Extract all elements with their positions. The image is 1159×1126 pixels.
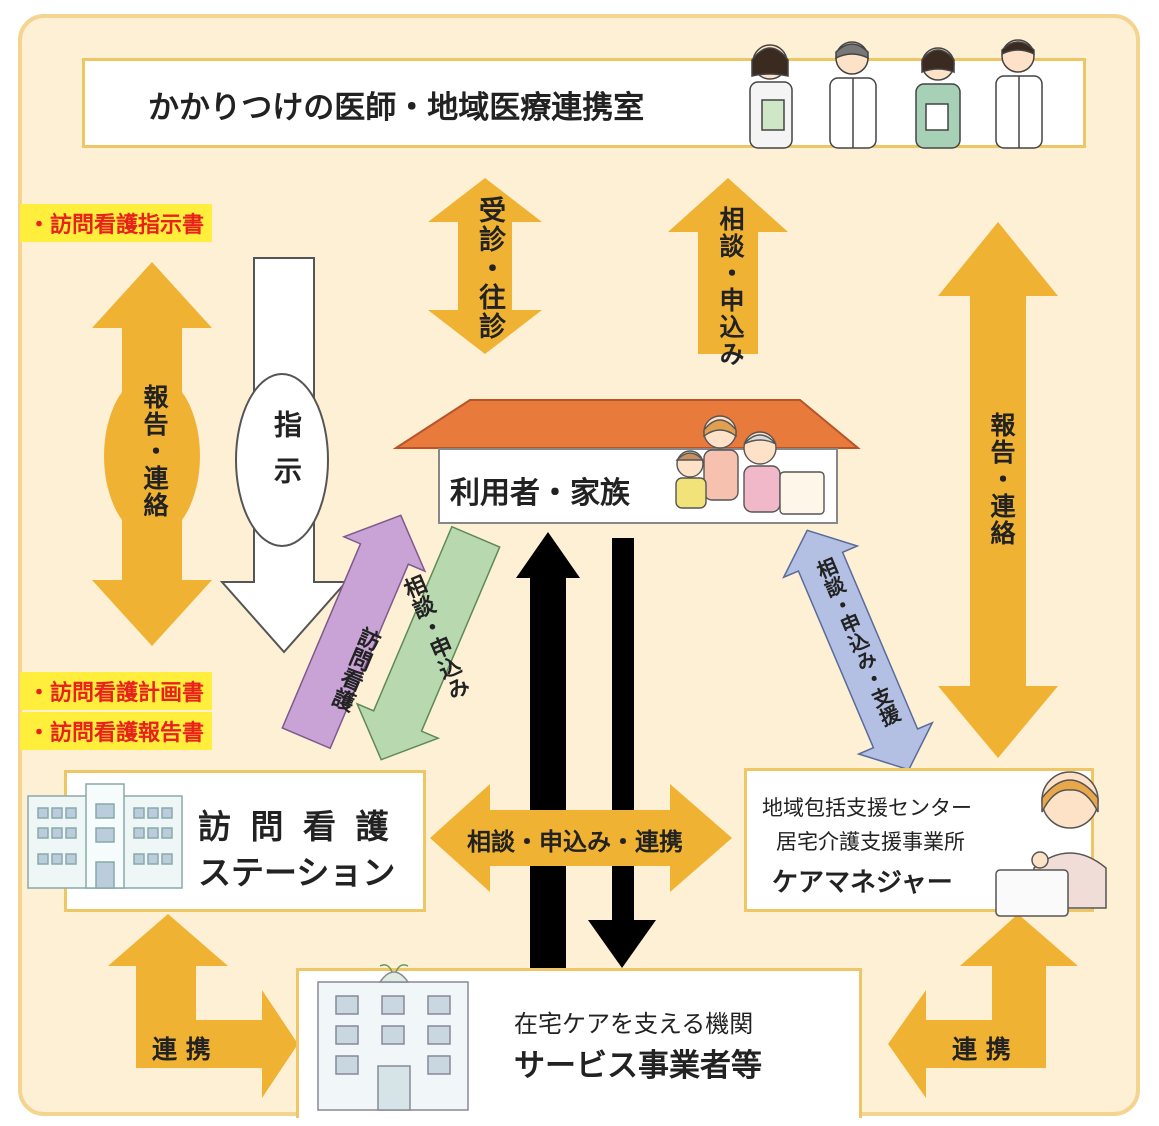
home-label: 利用者・家族 bbox=[450, 476, 630, 511]
consult-apply-up-arrow bbox=[668, 178, 788, 354]
care-manager-line1: 地域包括支援センター bbox=[762, 796, 972, 820]
instruction-bubble bbox=[235, 373, 329, 547]
care-manager-line2: 居宅介護支援事業所 bbox=[776, 830, 965, 854]
black-up-arrow bbox=[516, 532, 580, 968]
consult-apply-mid-arrow bbox=[355, 525, 501, 761]
consult-apply-top-label: 相談・申込み bbox=[716, 206, 745, 368]
visit-nursing-arrow bbox=[281, 514, 427, 750]
instruction-document-label: ・訪問看護指示書 bbox=[20, 204, 213, 242]
station-line1: 訪 問 看 護 bbox=[198, 807, 393, 846]
consult-apply-link-label: 相談・申込み・連携 bbox=[467, 828, 683, 856]
link-left-label: 連 携 bbox=[152, 1035, 211, 1064]
instruction-label: 指示 bbox=[270, 410, 303, 502]
report-contact-left-bubble bbox=[104, 374, 200, 538]
diagram-frame bbox=[18, 14, 1140, 1116]
station-line2: ステーション bbox=[198, 853, 396, 892]
family-illustration bbox=[675, 415, 825, 515]
station-building-icon bbox=[27, 783, 183, 889]
consult-visit-arrow bbox=[428, 178, 542, 354]
doctor-group-illustration bbox=[749, 39, 1043, 149]
services-line1: 在宅ケアを支える機関 bbox=[514, 1010, 754, 1038]
link-right-arrow bbox=[888, 914, 1078, 1098]
report-contact-right-arrow bbox=[938, 222, 1058, 758]
service-building-icon bbox=[317, 964, 469, 1111]
link-right-label: 連 携 bbox=[952, 1035, 1011, 1064]
black-down-arrow bbox=[588, 538, 656, 968]
consult-visit-label: 受診・往診 bbox=[474, 196, 505, 341]
services-line2: サービス事業者等 bbox=[514, 1048, 762, 1084]
consult-apply-link-arrow bbox=[430, 784, 732, 892]
report-contact-left-label: 報告・連絡 bbox=[140, 384, 169, 519]
doctor-box-title: かかりつけの医師・地域医療連携室 bbox=[148, 90, 645, 126]
plan-document-label: ・訪問看護計画書 bbox=[20, 672, 213, 710]
care-manager-illustration bbox=[995, 771, 1107, 917]
report-contact-right-label: 報告・連絡 bbox=[987, 412, 1016, 547]
care-manager-line3: ケアマネジャー bbox=[772, 868, 953, 898]
report-document-label: ・訪問看護報告書 bbox=[20, 712, 213, 750]
link-left-arrow bbox=[108, 914, 298, 1098]
